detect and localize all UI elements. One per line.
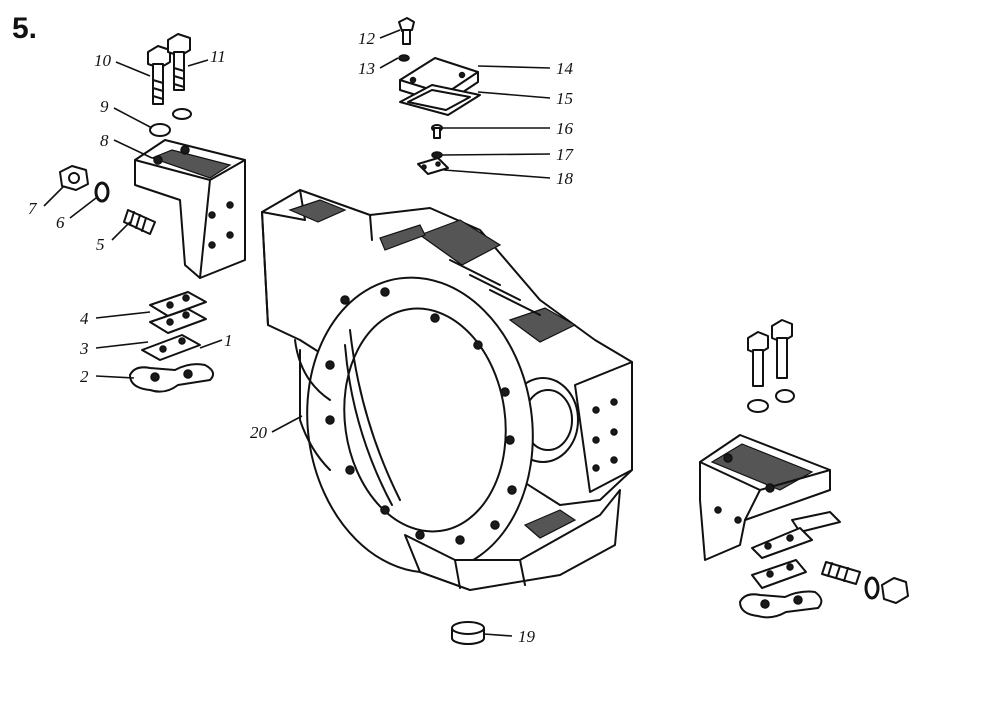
callout-6: 6 bbox=[56, 213, 65, 232]
plate-part-18 bbox=[417, 157, 449, 175]
shims-parts-1-3-4 bbox=[141, 291, 207, 361]
callout-5: 5 bbox=[96, 235, 105, 254]
callout-19: 19 bbox=[518, 627, 536, 646]
wing-plate-part-2 bbox=[129, 363, 215, 393]
callout-11: 11 bbox=[210, 47, 226, 66]
callout-14: 14 bbox=[556, 59, 574, 78]
spring-washer-part-9b bbox=[172, 108, 192, 120]
callout-4: 4 bbox=[80, 309, 89, 328]
callout-12: 12 bbox=[358, 29, 376, 48]
callout-3: 3 bbox=[79, 339, 89, 358]
callout-15: 15 bbox=[556, 89, 573, 108]
washer-part-13 bbox=[398, 54, 410, 62]
figure-number: 5. bbox=[12, 12, 38, 45]
callout-9: 9 bbox=[100, 97, 109, 116]
callout-17: 17 bbox=[556, 145, 575, 164]
callout-13: 13 bbox=[358, 59, 375, 78]
washer-part-9 bbox=[149, 123, 171, 137]
housing-part-20 bbox=[261, 189, 633, 591]
bolt-part-10 bbox=[147, 45, 171, 105]
screw-part-16 bbox=[431, 124, 443, 139]
washer-part-6 bbox=[94, 181, 110, 203]
callout-8: 8 bbox=[100, 131, 109, 150]
gasket-part-15 bbox=[399, 84, 481, 116]
callout-20: 20 bbox=[250, 423, 268, 442]
cap-part-19 bbox=[451, 621, 485, 645]
stud-part-5 bbox=[123, 209, 156, 235]
callout-7: 7 bbox=[28, 199, 38, 218]
bracket-part-8 bbox=[134, 139, 246, 279]
bolt-part-12 bbox=[398, 17, 415, 45]
right-bracket-assembly bbox=[699, 319, 909, 619]
washer-part-17 bbox=[431, 151, 443, 159]
callout-18: 18 bbox=[556, 169, 574, 188]
callout-labels: 1 2 3 4 5 6 7 8 9 10 11 12 13 14 15 16 1… bbox=[28, 29, 575, 646]
callout-10: 10 bbox=[94, 51, 112, 70]
callout-2: 2 bbox=[80, 367, 89, 386]
leader-lines bbox=[43, 29, 551, 637]
bolt-part-11 bbox=[167, 33, 191, 91]
nut-part-7 bbox=[59, 165, 89, 191]
callout-1: 1 bbox=[224, 331, 233, 350]
callout-16: 16 bbox=[556, 119, 574, 138]
